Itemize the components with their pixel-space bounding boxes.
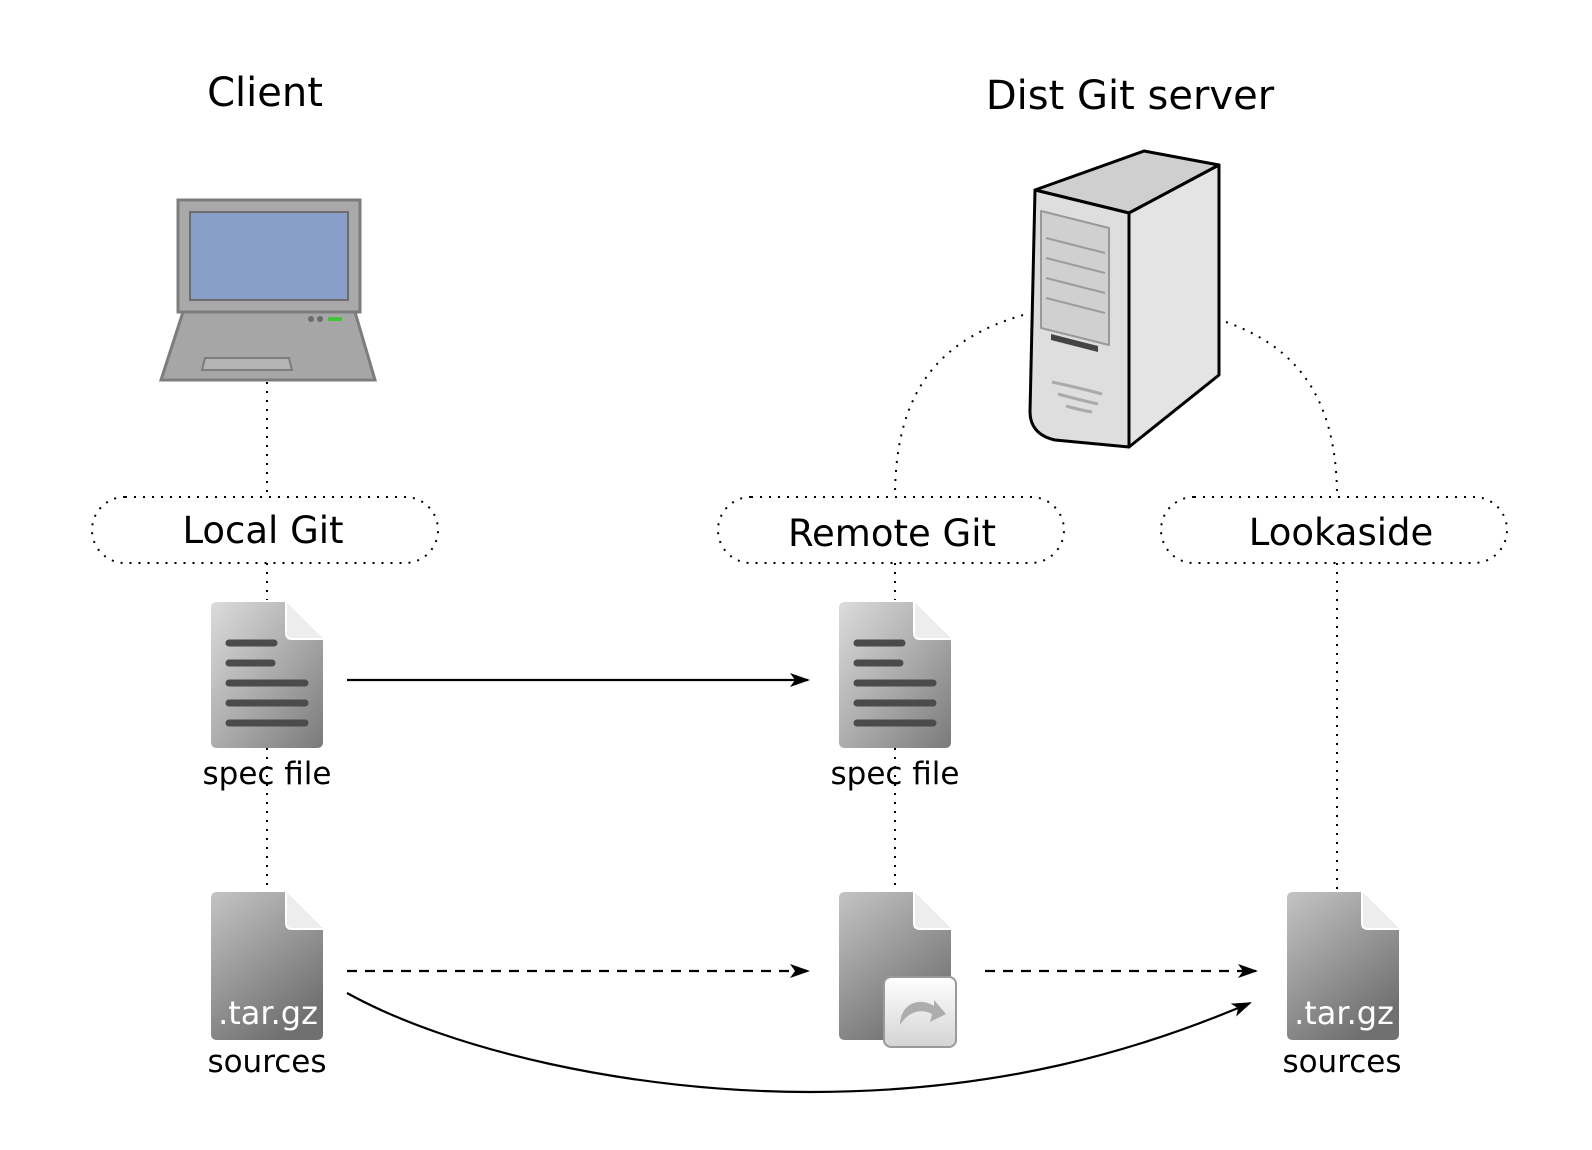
client-heading: Client [207, 70, 323, 116]
server-heading: Dist Git server [986, 73, 1275, 119]
arrows [346, 673, 1258, 1094]
local-sources-label: sources [207, 1044, 326, 1080]
lookaside-sources-label: sources [1282, 1044, 1401, 1080]
local-sources-archive-icon: .tar.gz [211, 892, 323, 1040]
laptop-icon [158, 198, 378, 382]
remote-link-file-icon [839, 892, 957, 1048]
sources-upload-arrow [346, 992, 1252, 1094]
remote-spec-file-label: spec file [830, 756, 959, 792]
server-to-remote-git-line [894, 314, 1024, 498]
server-to-lookaside-line [1225, 321, 1338, 498]
lookaside-archive-badge: .tar.gz [1294, 994, 1394, 1032]
remote-git-label: Remote Git [788, 512, 996, 555]
local-git-label: Local Git [182, 509, 343, 552]
server-tower-icon [1028, 149, 1221, 449]
lookaside-sources-archive-icon: .tar.gz [1287, 892, 1399, 1040]
local-archive-badge: .tar.gz [218, 994, 318, 1032]
local-git-node: Local Git [91, 496, 439, 564]
local-spec-file-label: spec file [202, 756, 331, 792]
dotted-connectors [266, 314, 1338, 892]
lookaside-label: Lookaside [1249, 511, 1434, 554]
lookaside-node: Lookaside [1160, 496, 1508, 564]
symlink-badge-icon [883, 976, 957, 1048]
remote-git-node: Remote Git [717, 496, 1065, 564]
local-spec-file-icon [211, 602, 323, 748]
remote-spec-file-icon [839, 602, 951, 748]
